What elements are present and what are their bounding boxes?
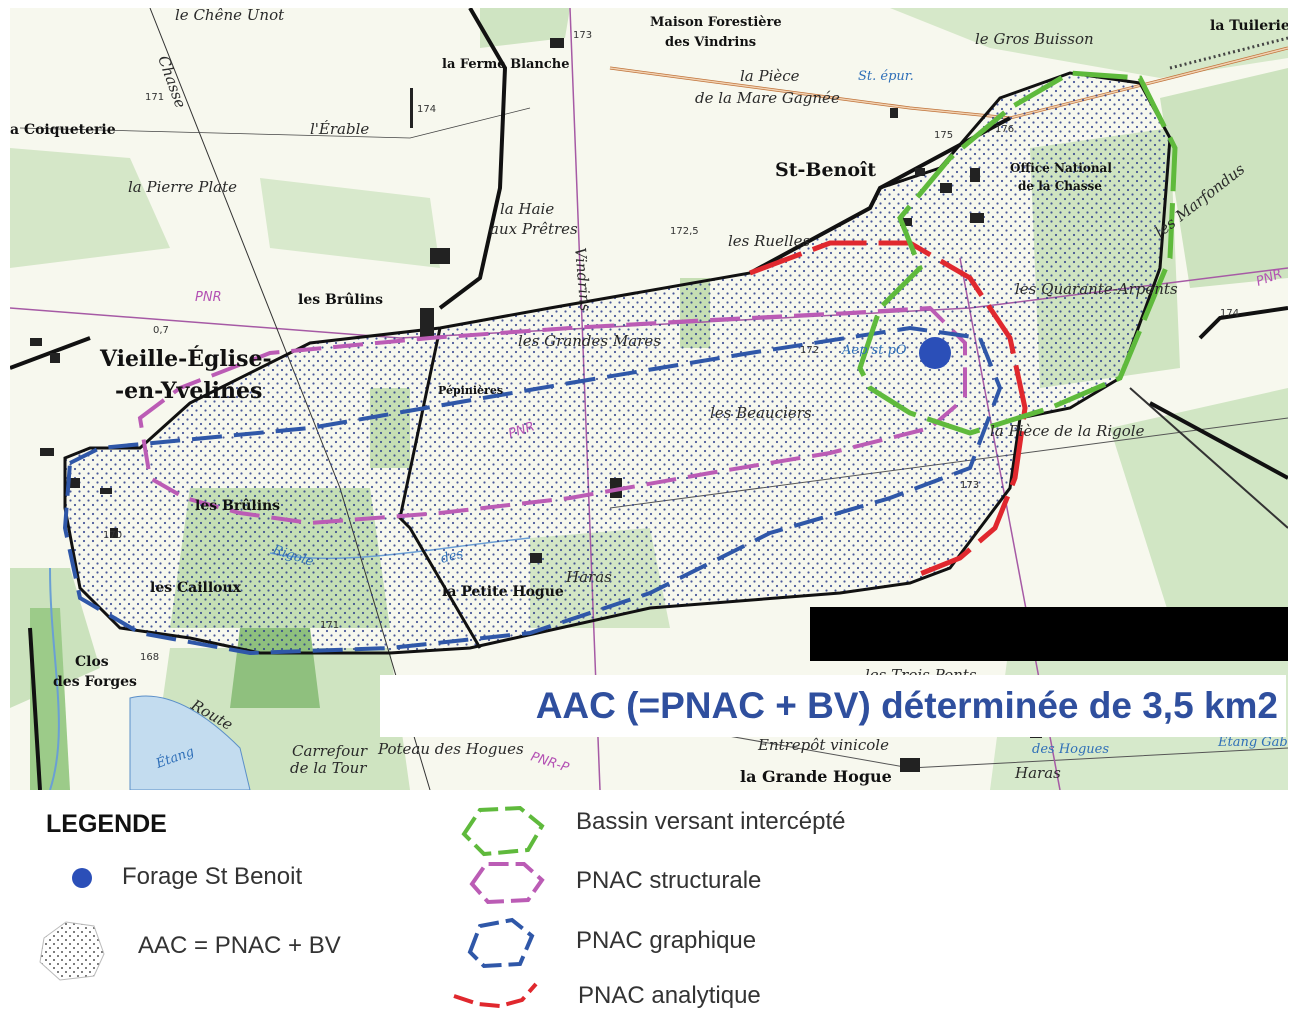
elevation: 171 xyxy=(320,620,339,631)
elevation: 172,5 xyxy=(670,226,699,237)
aac-dots-icon xyxy=(39,921,105,981)
label: 0,7 xyxy=(153,325,169,336)
label: St-Benoît xyxy=(775,159,876,181)
legend-bv: Bassin versant intercépté xyxy=(576,808,846,835)
legend-graphique: PNAC graphique xyxy=(576,927,757,954)
elevation: 173 xyxy=(960,480,979,491)
legend-title: LEGENDE xyxy=(46,810,167,838)
label: Vieille-Église- xyxy=(99,345,272,372)
label: les Quarante-Arpents xyxy=(1015,280,1178,298)
forage-dot-icon xyxy=(72,868,92,888)
area-banner-text: AAC (=PNAC + BV) déterminée de 3,5 km2 xyxy=(535,685,1278,726)
label: aux Prêtres xyxy=(490,220,578,238)
label: la Grande Hogue xyxy=(740,767,892,786)
bv-line xyxy=(857,70,1178,436)
legend-aac: AAC = PNAC + BV xyxy=(138,932,341,959)
label: la Pièce xyxy=(740,67,800,85)
pnac-analytique-line xyxy=(749,240,1028,581)
label: les Cailloux xyxy=(150,580,242,596)
label: Aep st pO xyxy=(841,343,907,358)
topographic-map: le Chêne Unot Maison Forestière des Vind… xyxy=(10,8,1288,790)
map-canvas: le Chêne Unot Maison Forestière des Vind… xyxy=(10,8,1288,790)
label: Pépinières xyxy=(438,384,503,397)
label: l'Érable xyxy=(310,120,369,138)
elevation: 168 xyxy=(140,652,159,663)
label: la Pierre Plate xyxy=(128,178,237,196)
label: Étang Gab xyxy=(1217,734,1288,750)
legend-analytique: PNAC analytique xyxy=(578,982,761,1009)
label: des Forges xyxy=(53,674,137,690)
commune-borders xyxy=(10,8,1288,790)
label: des xyxy=(439,546,465,566)
label: la Petite Hogue xyxy=(442,584,564,600)
pnac-structurale-line xyxy=(137,305,967,526)
label: la Tuilerie xyxy=(1210,18,1288,34)
label: Haras xyxy=(1014,764,1061,782)
legend-forage: Forage St Benoit xyxy=(122,863,303,890)
legend-structurale: PNAC structurale xyxy=(576,867,762,894)
aac-inner-border xyxy=(398,327,482,649)
label: les Beauciers xyxy=(710,404,812,422)
label: la Pièce de la Rigole xyxy=(990,422,1145,440)
label: la Haie xyxy=(500,200,554,218)
label: Entrepôt vinicole xyxy=(757,736,889,754)
area-banner: AAC (=PNAC + BV) déterminée de 3,5 km2 xyxy=(380,675,1286,737)
label: des Vindrins xyxy=(665,35,756,50)
forage-point xyxy=(919,337,951,369)
aac-north-border xyxy=(749,116,1011,275)
label: les Ruelles xyxy=(728,232,810,250)
elevation: 172 xyxy=(800,345,819,356)
legend: LEGENDE Forage St Benoit AAC = PNAC + BV… xyxy=(0,790,1294,1019)
bv-line-icon xyxy=(461,805,545,857)
label: a Coiqueterie xyxy=(10,122,116,138)
elevation: 175 xyxy=(934,130,953,141)
structurale-line-icon xyxy=(469,862,545,905)
elevation: 173 xyxy=(573,30,592,41)
label: la Ferme Blanche xyxy=(442,57,570,72)
label: le Gros Buisson xyxy=(975,30,1094,48)
label: Office National xyxy=(1010,161,1112,175)
elevation: 170 xyxy=(103,530,122,541)
label: le Chêne Unot xyxy=(175,8,285,24)
label: Vindrins xyxy=(571,247,595,313)
label: les Brûlins xyxy=(195,498,280,514)
elevation: 174 xyxy=(1220,308,1239,319)
label: PNR xyxy=(195,290,222,305)
label: de la Mare Gagnée xyxy=(695,89,840,107)
elevation: 176 xyxy=(995,124,1014,135)
label: Carrefour xyxy=(292,742,368,760)
elevation: 171 xyxy=(145,92,164,103)
pnac-graphique-line xyxy=(62,325,1003,656)
label: St. épur. xyxy=(858,69,914,84)
label: Clos xyxy=(75,654,109,670)
label: -en-Yvelines xyxy=(115,378,262,404)
redaction-box xyxy=(810,607,1288,661)
analytique-line-icon xyxy=(453,982,538,1009)
label: Poteau des Hogues xyxy=(377,740,524,758)
label: des Hogues xyxy=(1032,742,1109,757)
graphique-line-icon xyxy=(467,917,535,969)
elevation: 174 xyxy=(417,104,436,115)
aac-zone xyxy=(63,71,1172,655)
label: de la Chasse xyxy=(1018,179,1102,193)
label: les Grandes Mares xyxy=(518,332,661,350)
label: Haras xyxy=(565,568,612,586)
label: les Brûlins xyxy=(298,292,383,308)
label: Maison Forestière xyxy=(650,15,782,30)
label: de la Tour xyxy=(290,759,367,777)
